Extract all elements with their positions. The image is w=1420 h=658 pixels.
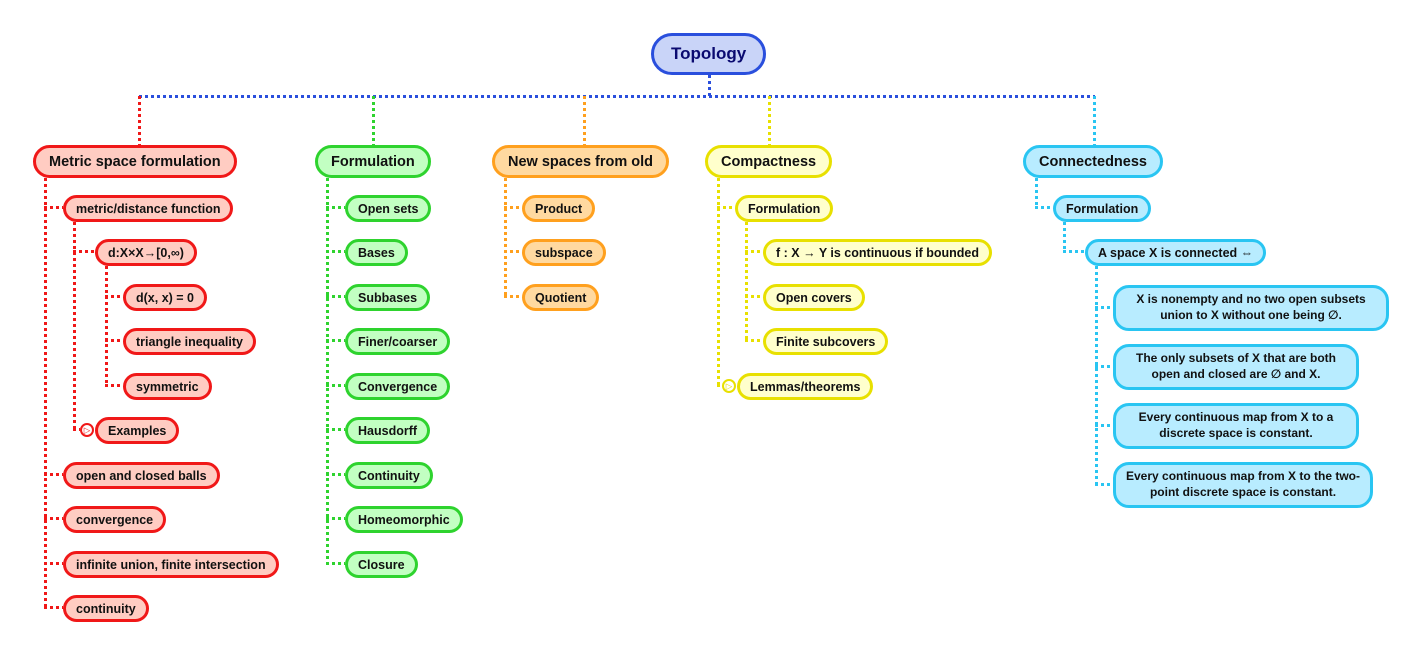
connector-stub: [745, 339, 763, 342]
node-connectedness[interactable]: Connectedness: [1023, 145, 1163, 178]
node-hausdorff[interactable]: Hausdorff: [345, 417, 431, 444]
connector-trunk: [73, 222, 76, 430]
node-convergence[interactable]: Convergence: [345, 373, 451, 400]
connector-stub: [326, 473, 345, 476]
connector-drop: [138, 96, 141, 145]
node-map-to-discrete-constant[interactable]: Every continuous map from X to a discret…: [1113, 403, 1359, 449]
collapse-icon-examples[interactable]: ▷: [80, 423, 94, 437]
connector-stub: [717, 206, 735, 209]
connector-stub: [44, 517, 63, 520]
connector-stub: [105, 339, 123, 342]
connector-trunk: [1063, 222, 1066, 252]
node-open-sets[interactable]: Open sets: [345, 195, 432, 222]
node-symmetric[interactable]: symmetric: [123, 373, 212, 400]
node-f-x-y-continuous-if-bounded[interactable]: f : X → Y is continuous if bounded: [763, 239, 993, 266]
connector-stub: [44, 473, 63, 476]
connector-trunk: [44, 178, 47, 608]
connector-trunk: [105, 266, 108, 386]
connector-root-rail: [139, 95, 1095, 98]
connector-stub: [1095, 306, 1113, 309]
connector-stub: [326, 250, 345, 253]
node-open-and-closed-balls[interactable]: open and closed balls: [63, 462, 220, 489]
node-topology[interactable]: Topology: [651, 33, 767, 75]
connector-drop: [583, 96, 586, 145]
node-nonempty-no-two-open-subsets[interactable]: X is nonempty and no two open subsets un…: [1113, 285, 1389, 331]
connector-trunk: [326, 178, 329, 564]
connector-stub: [105, 295, 123, 298]
node-formulation[interactable]: Formulation: [315, 145, 431, 178]
node-quotient[interactable]: Quotient: [522, 284, 600, 311]
node-finite-subcovers[interactable]: Finite subcovers: [763, 328, 889, 355]
node-d-x-x-equals-0[interactable]: d(x, x) = 0: [123, 284, 208, 311]
connector-stub: [326, 384, 345, 387]
node-metric-space-formulation[interactable]: Metric space formulation: [33, 145, 237, 178]
connector-trunk: [504, 178, 507, 297]
node-a-space-x-is-connected-iff[interactable]: A space X is connected ⇔: [1085, 239, 1267, 266]
node-compactness[interactable]: Compactness: [705, 145, 833, 178]
connector-stub: [745, 295, 763, 298]
connector-stub: [326, 428, 345, 431]
node-map-to-two-point-discrete-constant[interactable]: Every continuous map from X to the two-p…: [1113, 462, 1373, 508]
node-connectedness-formulation[interactable]: Formulation: [1053, 195, 1152, 222]
connector-stub: [73, 428, 80, 431]
node-infinite-union-finite-intersection[interactable]: infinite union, finite intersection: [63, 551, 279, 578]
node-homeomorphic[interactable]: Homeomorphic: [345, 506, 463, 533]
connector-stub: [105, 384, 123, 387]
connector-drop: [372, 96, 375, 145]
node-lemmas-theorems[interactable]: Lemmas/theorems: [737, 373, 874, 400]
connector-stub: [1063, 250, 1085, 253]
connector-stub: [73, 250, 95, 253]
connector-stub: [326, 295, 345, 298]
connector-stub: [504, 250, 522, 253]
node-subspace[interactable]: subspace: [522, 239, 606, 266]
node-d-xxx-0-infinity[interactable]: d:X×X→[0,∞): [95, 239, 197, 266]
connector-stub: [717, 384, 722, 387]
connector-stub: [44, 562, 63, 565]
node-examples[interactable]: Examples: [95, 417, 180, 444]
connector-stub: [326, 517, 345, 520]
connector-stub: [1095, 424, 1113, 427]
node-product[interactable]: Product: [522, 195, 596, 222]
connector-root-trunk: [708, 75, 711, 96]
node-continuity[interactable]: Continuity: [345, 462, 433, 489]
node-new-spaces-from-old[interactable]: New spaces from old: [492, 145, 670, 178]
connector-drop: [1093, 96, 1096, 145]
connector-stub: [1035, 206, 1053, 209]
connector-trunk: [745, 222, 748, 341]
node-convergence-metric[interactable]: convergence: [63, 506, 167, 533]
node-continuity-metric[interactable]: continuity: [63, 595, 149, 622]
connector-stub: [504, 295, 522, 298]
connector-stub: [326, 339, 345, 342]
node-bases[interactable]: Bases: [345, 239, 408, 266]
connector-stub: [745, 250, 763, 253]
node-compactness-formulation[interactable]: Formulation: [735, 195, 834, 222]
connector-stub: [326, 562, 345, 565]
connector-drop: [768, 96, 771, 145]
node-only-clopen-subsets[interactable]: The only subsets of X that are both open…: [1113, 344, 1359, 390]
collapse-icon-lemmas[interactable]: ▷: [722, 379, 736, 393]
connector-trunk: [1095, 266, 1098, 485]
node-closure[interactable]: Closure: [345, 551, 418, 578]
connector-stub: [44, 606, 63, 609]
connector-stub: [44, 206, 63, 209]
connector-stub: [504, 206, 522, 209]
connector-stub: [1095, 483, 1113, 486]
node-subbases[interactable]: Subbases: [345, 284, 431, 311]
connector-trunk: [717, 178, 720, 386]
node-finer-coarser[interactable]: Finer/coarser: [345, 328, 451, 355]
connector-trunk: [1035, 178, 1038, 208]
node-triangle-inequality[interactable]: triangle inequality: [123, 328, 256, 355]
connector-stub: [1095, 365, 1113, 368]
node-open-covers[interactable]: Open covers: [763, 284, 865, 311]
connector-stub: [326, 206, 345, 209]
node-metric-distance-function[interactable]: metric/distance function: [63, 195, 234, 222]
